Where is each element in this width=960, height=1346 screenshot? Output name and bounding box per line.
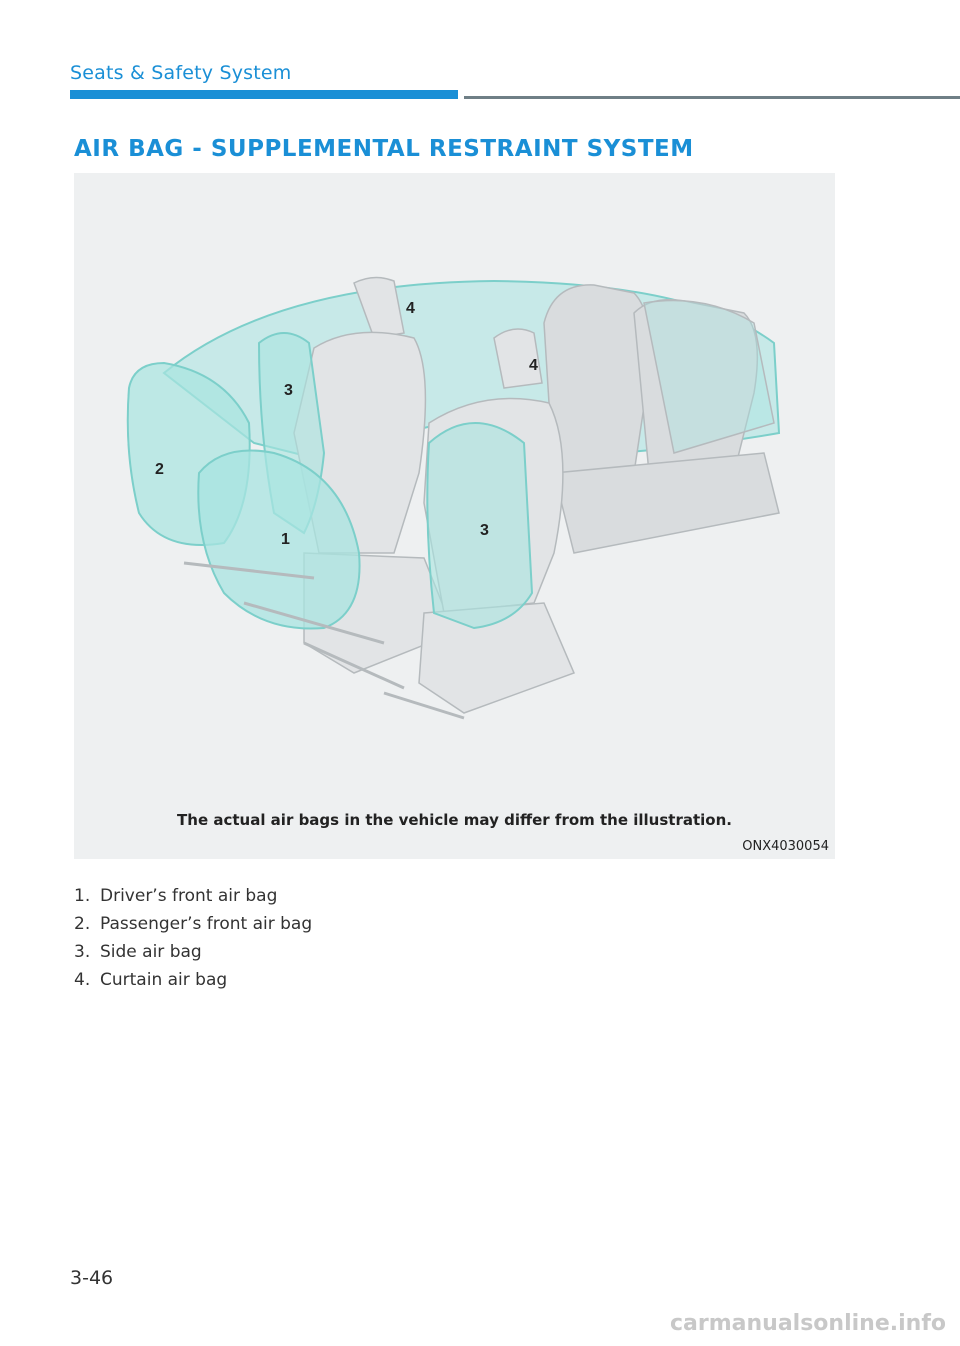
side-airbag-passenger — [426, 422, 534, 630]
list-item: 2. Passenger’s front air bag — [74, 910, 312, 938]
seat-rails — [183, 561, 465, 720]
rear-seats — [543, 284, 780, 554]
figure-code: ONX4030054 — [742, 839, 829, 854]
list-item-text: Side air bag — [100, 942, 202, 962]
airbag-illustration: 1 2 3 3 4 4 The actual air bags in the v… — [74, 173, 835, 859]
driver-front-airbag-shape — [197, 449, 361, 630]
callout-4-rear: 4 — [529, 357, 538, 374]
watermark: carmanualsonline.info — [670, 1311, 946, 1336]
list-item-number: 3. — [74, 942, 91, 962]
header-rule-gray — [464, 96, 960, 99]
list-item-number: 4. — [74, 970, 91, 990]
list-item-text: Driver’s front air bag — [100, 886, 278, 906]
callout-3-front: 3 — [284, 382, 293, 399]
figure-caption: The actual air bags in the vehicle may d… — [177, 811, 732, 829]
list-item-text: Passenger’s front air bag — [100, 914, 313, 934]
section-header-title: Seats & Safety System — [70, 62, 292, 84]
list-item: 3. Side air bag — [74, 938, 312, 966]
airbag-list: 1. Driver’s front air bag 2. Passenger’s f… — [74, 882, 312, 994]
page-number: 3-46 — [70, 1267, 114, 1289]
header-rule-accent — [70, 90, 458, 99]
list-item: 4. Curtain air bag — [74, 966, 312, 994]
list-item-number: 1. — [74, 886, 91, 906]
airbag-diagram-svg: 1 2 3 3 4 4 — [126, 276, 781, 720]
page-title: AIR BAG - SUPPLEMENTAL RESTRAINT SYSTEM — [74, 136, 694, 162]
list-item: 1. Driver’s front air bag — [74, 882, 312, 910]
list-item-number: 2. — [74, 914, 91, 934]
callout-2: 2 — [155, 461, 164, 478]
callout-4-front: 4 — [406, 300, 415, 317]
list-item-text: Curtain air bag — [100, 970, 228, 990]
callout-1: 1 — [281, 531, 290, 548]
callout-3-passenger: 3 — [480, 522, 489, 539]
